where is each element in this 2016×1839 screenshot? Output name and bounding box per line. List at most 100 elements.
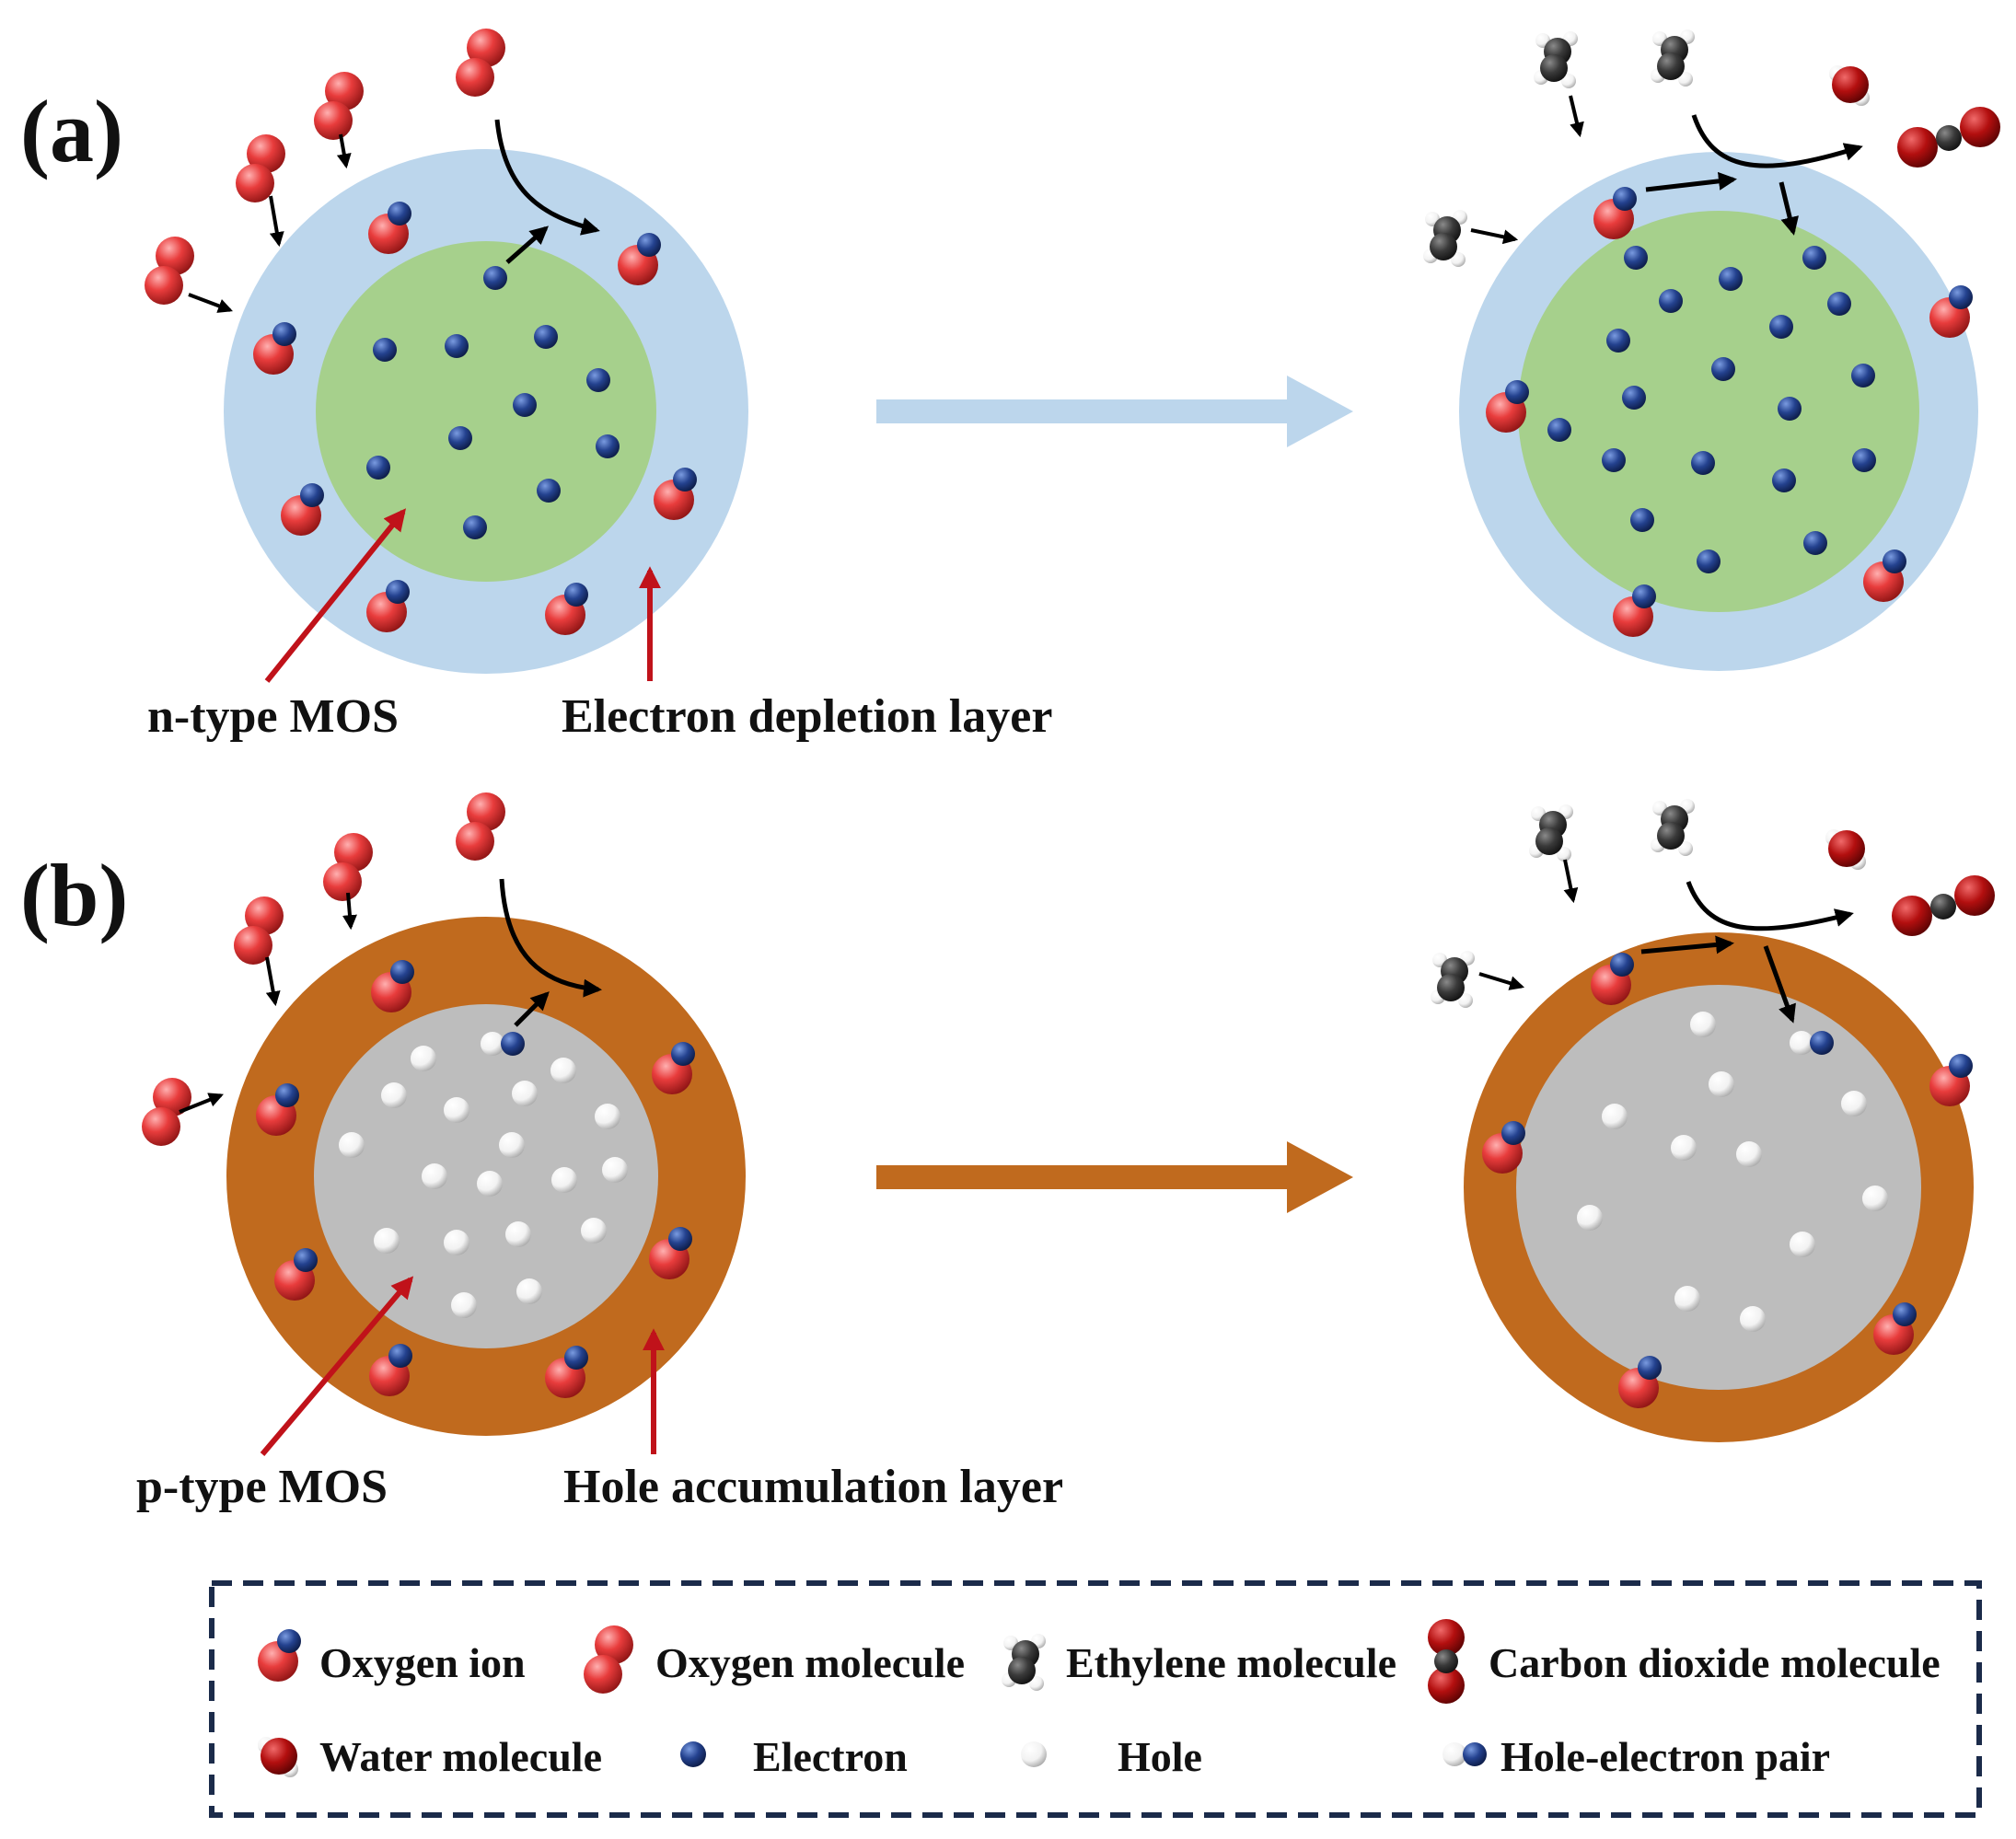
hole [550, 1058, 576, 1083]
electron [537, 479, 561, 503]
electron [1691, 451, 1715, 475]
shell-caption-b: Hole accumulation layer [563, 1461, 1063, 1513]
ethylene-molecule [1534, 31, 1578, 88]
electron [1622, 386, 1646, 410]
oxygen-capture-arrow [494, 119, 600, 236]
oxygen-molecule [236, 134, 285, 202]
reaction-flow-arrow [1686, 881, 1854, 931]
hole [1740, 1306, 1766, 1332]
particle-after-b [1464, 932, 1974, 1442]
ethylene-molecule [1529, 804, 1573, 862]
electron [1772, 468, 1796, 492]
oxygen-molecule [314, 72, 364, 140]
oxygen-molecule [456, 792, 505, 861]
hole [422, 1163, 447, 1189]
hole [381, 1082, 407, 1108]
hole [581, 1218, 607, 1243]
oxygen-ion [1593, 187, 1637, 239]
oxygen-ion [652, 1042, 695, 1094]
carbon-dioxide-molecule-icon [1428, 1619, 1465, 1704]
electron [448, 426, 472, 450]
hole [477, 1171, 503, 1197]
oxygen-ion [545, 583, 588, 635]
oxygen-ion [618, 233, 661, 285]
hole [1841, 1091, 1867, 1116]
reaction-flow-arrow [1691, 114, 1863, 168]
electron [1719, 267, 1743, 291]
adsorption-arrow [179, 1093, 224, 1114]
hole [595, 1104, 620, 1129]
core-pointer [264, 508, 407, 683]
p-type-core-after [1516, 985, 1921, 1390]
electron [1802, 246, 1826, 270]
particle-after [1459, 152, 1978, 671]
hole [1790, 1232, 1815, 1257]
shell-caption: Electron depletion layer [562, 690, 1052, 743]
adsorption-arrow [336, 133, 352, 169]
hole [1690, 1012, 1716, 1037]
electron [1810, 1031, 1834, 1055]
carbon-dioxide-molecule [1897, 107, 2000, 168]
oxygen-ion [368, 202, 411, 254]
legend-label-carbon-dioxide-molecule: Carbon dioxide molecule [1489, 1639, 1941, 1686]
panel-a-label: (a) [20, 82, 123, 180]
electron [586, 368, 610, 392]
n-type-core [316, 241, 656, 582]
hole [1577, 1205, 1603, 1231]
electron [1697, 549, 1721, 573]
electron [1463, 1742, 1487, 1766]
oxygen-molecule [234, 896, 284, 965]
particles-layer [142, 29, 2000, 1408]
hole [374, 1228, 400, 1254]
electron [1711, 357, 1735, 381]
hole-electron-pair-icon [1442, 1742, 1487, 1766]
panel-a: (a) n-type MOS Electron depletion layer [20, 82, 1978, 743]
legend-label-hole-electron-pair: Hole-electron pair [1500, 1733, 1830, 1780]
oxygen-ion [1618, 1356, 1662, 1408]
hole [339, 1132, 365, 1158]
oxygen-ion-icon [258, 1629, 301, 1682]
oxygen-ion [1482, 1121, 1525, 1174]
electron [1803, 531, 1827, 555]
electron-transfer-arrow [505, 226, 550, 264]
electron [1852, 448, 1876, 472]
panel-b-label: (b) [20, 846, 128, 944]
legend-border [209, 1580, 1982, 1818]
electron [463, 515, 487, 539]
hole [516, 1278, 542, 1304]
oxygen-molecule [456, 29, 505, 97]
hole-electron-pair [1790, 1031, 1834, 1055]
core-caption: n-type MOS [147, 690, 399, 743]
electron [445, 334, 469, 358]
hole [1442, 1742, 1466, 1766]
adsorption-arrow [1563, 859, 1579, 904]
hole-electron-pair [481, 1032, 525, 1056]
electron [596, 434, 620, 458]
electron-icon [680, 1741, 706, 1767]
oxygen-ion [1591, 953, 1634, 1005]
oxygen-molecule [142, 1078, 191, 1146]
electron [1659, 289, 1683, 313]
adsorption-arrow [265, 956, 281, 1007]
n-type-core-after [1518, 211, 1919, 612]
hole [1862, 1186, 1888, 1211]
legend-label-oxygen-molecule: Oxygen molecule [655, 1639, 965, 1686]
oxygen-ion [253, 322, 296, 375]
oxygen-ion [281, 483, 324, 536]
water-molecule [1829, 65, 1870, 106]
electron [373, 338, 397, 362]
hole [1736, 1141, 1762, 1167]
oxygen-ion [366, 580, 410, 632]
hole [505, 1221, 531, 1247]
ethylene-molecule [1651, 799, 1695, 856]
oxygen-ion [1863, 549, 1906, 602]
hole [481, 1032, 504, 1056]
hole [512, 1081, 538, 1106]
hole [444, 1230, 469, 1255]
electron [501, 1032, 525, 1056]
adsorption-arrow [1569, 95, 1584, 138]
hole [1671, 1135, 1697, 1161]
legend-label-ethylene-molecule: Ethylene molecule [1066, 1639, 1396, 1686]
core-pointer-b [260, 1276, 414, 1456]
